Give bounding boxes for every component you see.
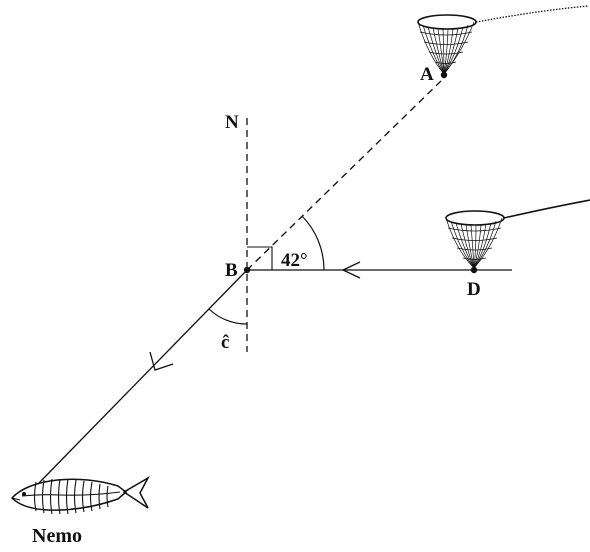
point-a-dot (440, 71, 448, 79)
angle-42-arc (301, 215, 325, 271)
point-a-label: A (420, 64, 434, 85)
refracted-ray-arrow (149, 351, 174, 371)
fish-mouth (11, 497, 21, 501)
point-b-label: B (225, 260, 238, 281)
fish-body (10, 478, 128, 511)
fish-tail (122, 476, 150, 509)
fish-stripes (21, 478, 121, 515)
angle-42-label: 42° (281, 250, 308, 271)
fish-name-label: Nemo (32, 525, 82, 547)
nemo-fish (10, 476, 150, 515)
net-a-mesh (417, 21, 475, 75)
point-d-label: D (467, 279, 481, 300)
apparent-ray-dashed (246, 80, 442, 271)
net-d-mesh (445, 217, 503, 269)
fish-eye (22, 492, 26, 496)
net-d-handle (503, 199, 590, 219)
horizontal-ray-arrow (341, 261, 361, 279)
fishing-net-d (445, 199, 590, 269)
north-label: N (225, 112, 239, 133)
fishing-net-a (417, 5, 589, 75)
point-d-dot (470, 266, 478, 274)
net-a-handle (475, 5, 589, 23)
angle-c-arc (208, 308, 248, 325)
angle-c-label: ĉ (221, 332, 229, 353)
right-angle-marker (247, 246, 273, 270)
refracted-ray-b-to-nemo (37, 269, 248, 485)
